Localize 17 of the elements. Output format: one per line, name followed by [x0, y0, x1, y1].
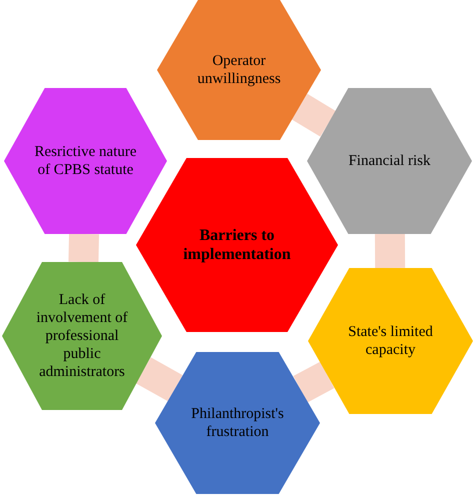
hexagon [4, 88, 167, 234]
hexagon [307, 88, 472, 234]
hexagon-label: Operator unwillingness [196, 52, 282, 88]
hexagon [308, 268, 473, 414]
hexagon-label: Barriers to implementation [182, 226, 292, 264]
hexagon [157, 0, 321, 140]
hexagon-label: Philanthropist's frustration [190, 405, 285, 441]
connector-band [374, 234, 406, 268]
connector-band [68, 234, 100, 262]
hexagon-label: State's limited capacity [347, 323, 434, 359]
hexagon-label: Resrictive nature of CPBS statute [33, 143, 138, 179]
hexagon-label: Lack of involvement of professional public administrators [35, 291, 129, 381]
connector-band [136, 357, 183, 402]
hexagon [155, 352, 320, 494]
hexagon [136, 158, 338, 332]
hexagon-label: Financial risk [348, 152, 431, 170]
hexagon [2, 262, 162, 410]
